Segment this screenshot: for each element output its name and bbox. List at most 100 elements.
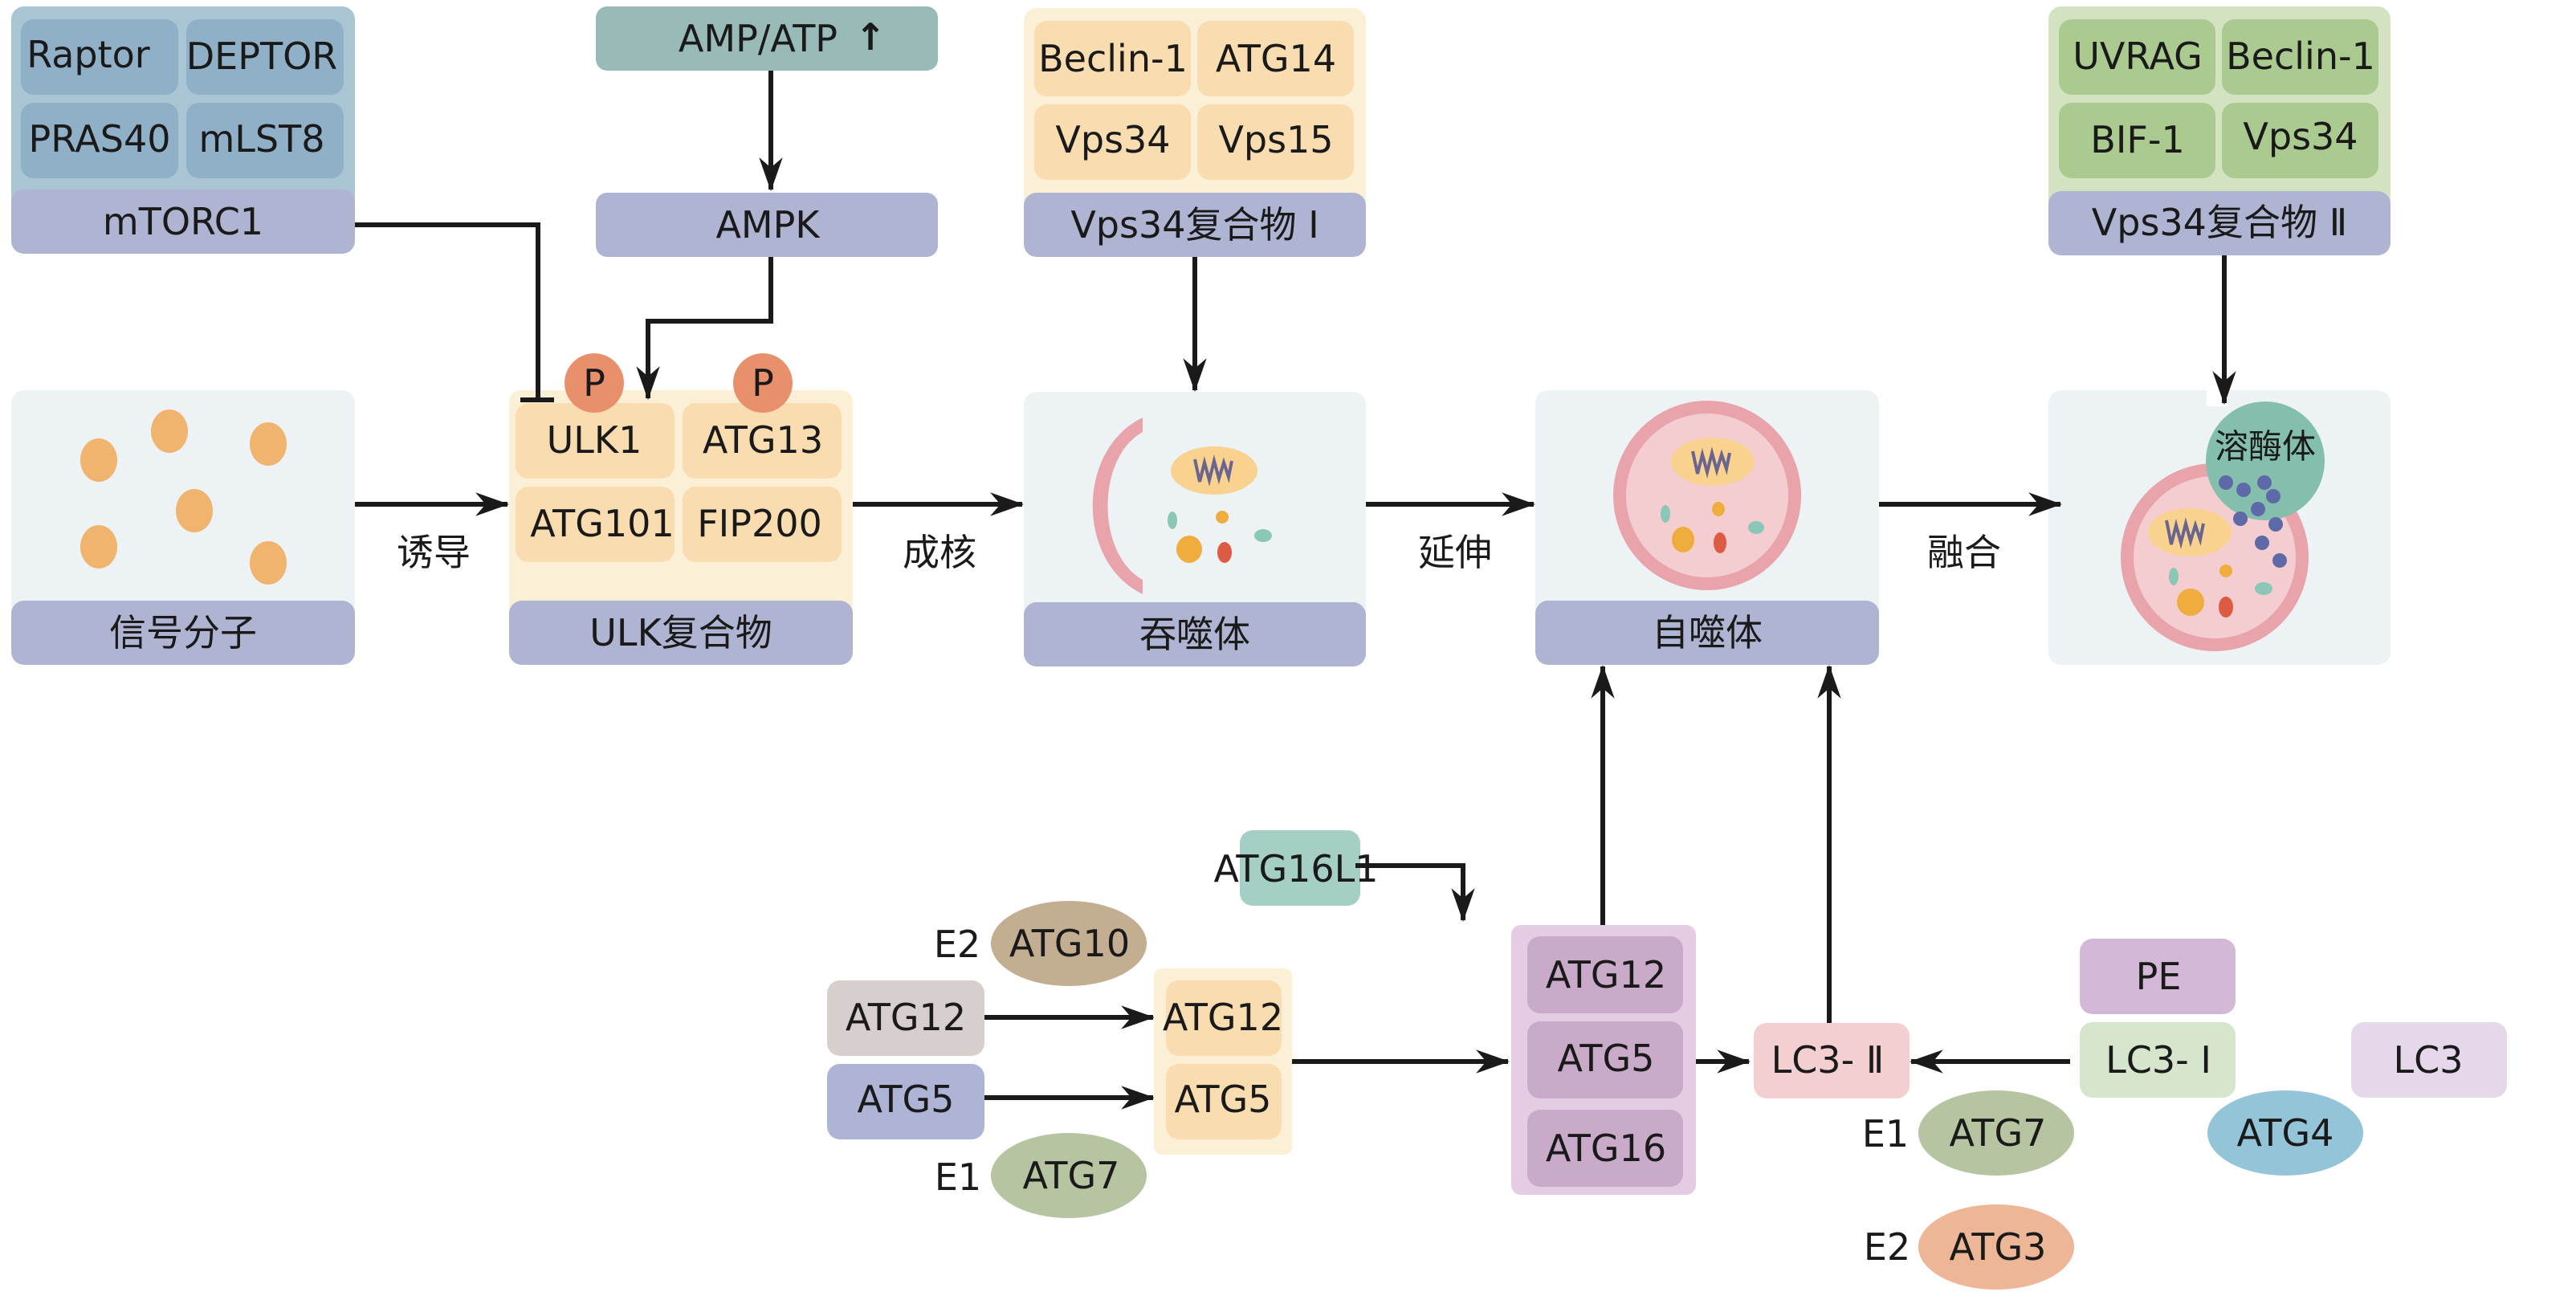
signal-molecule-dot xyxy=(151,410,188,453)
atg7-left-label: ATG7 xyxy=(1023,1154,1120,1197)
cargo-dot xyxy=(2219,597,2233,617)
pe-node: PE xyxy=(2080,939,2236,1014)
signal-molecule-dot xyxy=(80,525,117,568)
atg5-free: ATG5 xyxy=(827,1064,984,1139)
vps34c1-subunit-atg14: ATG14 xyxy=(1216,37,1336,80)
arrow-ampk-to-ulk1 xyxy=(636,257,773,401)
atg12-atg5-conjugate: ATG12 ATG5 xyxy=(1154,968,1292,1155)
cargo-dot xyxy=(2255,582,2272,595)
atg7-right-role: E1 xyxy=(1862,1112,1909,1155)
mitochondrion-crista-icon xyxy=(2165,517,2205,549)
lc3-ii-node: LC3- Ⅱ xyxy=(1754,1023,1910,1098)
mtorc1-complex: Raptor DEPTOR PRAS40 mLST8 mTORC1 xyxy=(11,6,355,254)
signal-molecule-dot xyxy=(80,438,117,482)
amp-atp-node: AMP/ATP ↑ xyxy=(596,6,938,71)
atg12-atg5-atg16-complex: ATG12 ATG5 ATG16 xyxy=(1511,925,1696,1195)
autolysosome-stage: 溶酶体 xyxy=(2048,389,2391,665)
cargo-dot xyxy=(1176,536,1202,563)
signal-molecule-dot xyxy=(250,541,287,585)
cargo-dot xyxy=(2169,568,2179,585)
amp-atp-label: AMP/ATP xyxy=(679,17,838,60)
step-elongation-label: 延伸 xyxy=(1418,531,1492,574)
atg7-e1-enzyme-right: E1 ATG7 xyxy=(1862,1090,2074,1176)
ulk-subunit-atg13: ATG13 xyxy=(703,418,823,462)
ulk-subunit-fip200: FIP200 xyxy=(697,502,822,545)
cargo-dot xyxy=(2177,589,2204,616)
atg12-free: ATG12 xyxy=(827,980,984,1056)
signal-molecules-stage: 信号分子 xyxy=(11,390,355,665)
mitochondrion-crista-icon xyxy=(1691,446,1731,479)
isolation-membrane-icon xyxy=(1092,418,1143,594)
pe-label: PE xyxy=(2136,955,2182,998)
autophagosome-label: 自噬体 xyxy=(1652,611,1763,654)
atg3-role: E2 xyxy=(1864,1225,1910,1269)
atg4-label: ATG4 xyxy=(2237,1111,2334,1155)
lc3-ii-label: LC3- Ⅱ xyxy=(1771,1038,1885,1082)
lc3-label: LC3 xyxy=(2393,1038,2463,1082)
vps34c1-subunit-beclin1: Beclin-1 xyxy=(1038,37,1188,80)
mtorc1-label: mTORC1 xyxy=(103,200,263,243)
step-induction-label: 诱导 xyxy=(397,531,471,574)
ulk-complex: ULK1 ATG13 ATG101 FIP200 ULK复合物 P P xyxy=(509,353,853,665)
ampk-label: AMPK xyxy=(715,203,821,247)
cargo-dot xyxy=(1712,502,1725,516)
lysosome-icon xyxy=(2206,401,2325,520)
atg3-e2-enzyme: E2 ATG3 xyxy=(1864,1204,2074,1290)
vps34c2-subunit-vps34: Vps34 xyxy=(2243,115,2358,158)
phosphate-ulk1-icon xyxy=(565,353,624,413)
cargo-dot xyxy=(1672,527,1694,552)
atg3-label: ATG3 xyxy=(1950,1225,2047,1269)
vps34-complex-1: Beclin-1 ATG14 Vps34 Vps15 Vps34复合物 Ⅰ xyxy=(1024,8,1366,257)
phosphate-atg13-label: P xyxy=(752,361,774,405)
cargo-dot xyxy=(1714,532,1726,553)
cargo-dot xyxy=(1217,542,1232,563)
signal-molecule-dot xyxy=(250,422,287,466)
atg10-e2-enzyme: E2 ATG10 xyxy=(934,901,1147,986)
cargo-dot xyxy=(1168,511,1177,529)
mtorc1-subunit-raptor: Raptor xyxy=(26,33,150,76)
phagophore-label: 吞噬体 xyxy=(1139,613,1250,656)
lc3-node: LC3 xyxy=(2351,1022,2507,1098)
mtorc1-label-bar xyxy=(11,189,355,254)
lysosome-label: 溶酶体 xyxy=(2215,427,2316,467)
ulk-complex-label: ULK复合物 xyxy=(589,611,772,654)
hydrolase-dots xyxy=(2219,475,2287,568)
atg10-role: E2 xyxy=(934,923,980,966)
vps34c2-subunit-bif1: BIF-1 xyxy=(2090,118,2184,161)
autophagosome-stage: 自噬体 xyxy=(1535,390,1879,665)
increase-arrow-icon: ↑ xyxy=(855,15,887,59)
vps34c1-subunit-vps15: Vps15 xyxy=(1218,118,1333,161)
ulk-subunit-atg101: ATG101 xyxy=(530,502,674,545)
conjugate-atg12-label: ATG12 xyxy=(1163,996,1283,1039)
vps34c2-subunit-beclin1: Beclin-1 xyxy=(2226,35,2375,78)
inhibition-mtorc1-to-ulk1 xyxy=(355,222,540,400)
lc3-i-node: LC3- Ⅰ xyxy=(2080,1022,2236,1098)
lc3-i-label: LC3- Ⅰ xyxy=(2105,1038,2211,1082)
mtorc1-subunit-pras40: PRAS40 xyxy=(28,117,170,161)
atg16l1-node: ATG16L1 xyxy=(1213,830,1379,906)
vps34c1-subunit-vps34: Vps34 xyxy=(1055,118,1170,161)
conjugate-atg5-label: ATG5 xyxy=(1175,1078,1272,1121)
mtorc1-subunit-box xyxy=(21,103,178,178)
ampk-node: AMPK xyxy=(596,193,938,257)
mtorc1-subunit-box xyxy=(186,19,344,95)
vps34c2-subunit-uvrag: UVRAG xyxy=(2073,35,2203,78)
mtorc1-subunit-box xyxy=(21,19,178,95)
mitochondrion-crista-icon xyxy=(1193,454,1233,487)
phagophore-stage: 吞噬体 xyxy=(1024,392,1366,666)
cargo-dot xyxy=(1748,521,1764,534)
atg16l1-label: ATG16L1 xyxy=(1213,847,1378,890)
atg10-label: ATG10 xyxy=(1009,922,1130,965)
atg12-free-label: ATG12 xyxy=(846,996,966,1039)
atg7-left-role: E1 xyxy=(935,1155,981,1199)
signal-molecules-label: 信号分子 xyxy=(109,611,257,654)
mitochondrion-icon xyxy=(1171,446,1257,495)
step-fusion-label: 融合 xyxy=(1927,531,2001,574)
atg4-enzyme: ATG4 xyxy=(2207,1090,2363,1176)
arrow-atg16l1-to-complex xyxy=(1355,863,1475,923)
phosphate-atg13-icon xyxy=(733,353,793,413)
complex-atg5-label: ATG5 xyxy=(1558,1037,1655,1080)
cargo-dot xyxy=(1661,505,1670,523)
mtorc1-subunit-deptor: DEPTOR xyxy=(186,35,338,78)
